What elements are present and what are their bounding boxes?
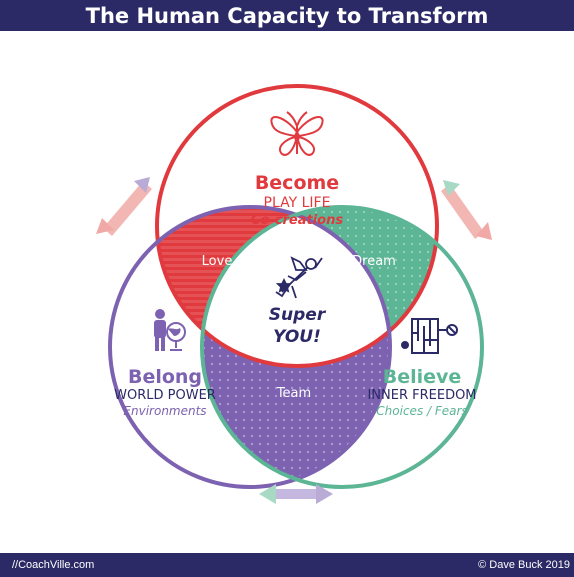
arrow-left-icon (96, 177, 152, 236)
team-label: Team (276, 386, 311, 401)
belong-title: Belong (128, 366, 202, 388)
love-label: Love (202, 254, 233, 269)
dream-label: Dream (352, 254, 396, 269)
arrow-right-icon (441, 180, 492, 240)
person-globe-icon (154, 309, 186, 351)
belong-circle (108, 205, 392, 489)
believe-circle (200, 205, 484, 489)
page-title: The Human Capacity to Transform (85, 3, 489, 28)
belong-subtitle: WORLD POWER (114, 388, 216, 403)
belong-tagline: Environments (123, 404, 206, 418)
become-title: Become (255, 172, 339, 194)
become-subtitle: PLAY LIFE (264, 195, 331, 211)
center-line2: YOU! (273, 327, 321, 347)
become-tagline: Co-creations (251, 213, 343, 228)
venn-diagram: Become PLAY LIFE Co-creations Love Dream… (96, 84, 492, 504)
butterfly-icon (270, 111, 324, 156)
believe-tagline: Choices / Fears (376, 404, 467, 418)
superhero-icon (275, 256, 323, 299)
footer-site-link[interactable]: //CoachVille.com (12, 559, 95, 571)
believe-title: Believe (383, 366, 462, 388)
center-line1: Super (269, 305, 327, 325)
title-banner: The Human Capacity to Transform (0, 0, 574, 31)
become-circle (155, 84, 439, 368)
footer-bar: //CoachVille.com © Dave Buck 2019 (0, 553, 574, 577)
center-region (202, 207, 390, 366)
arrow-bottom-icon (259, 484, 333, 504)
maze-icon (401, 318, 458, 354)
footer-copyright: © Dave Buck 2019 (478, 559, 570, 571)
believe-subtitle: INNER FREEDOM (367, 388, 476, 403)
